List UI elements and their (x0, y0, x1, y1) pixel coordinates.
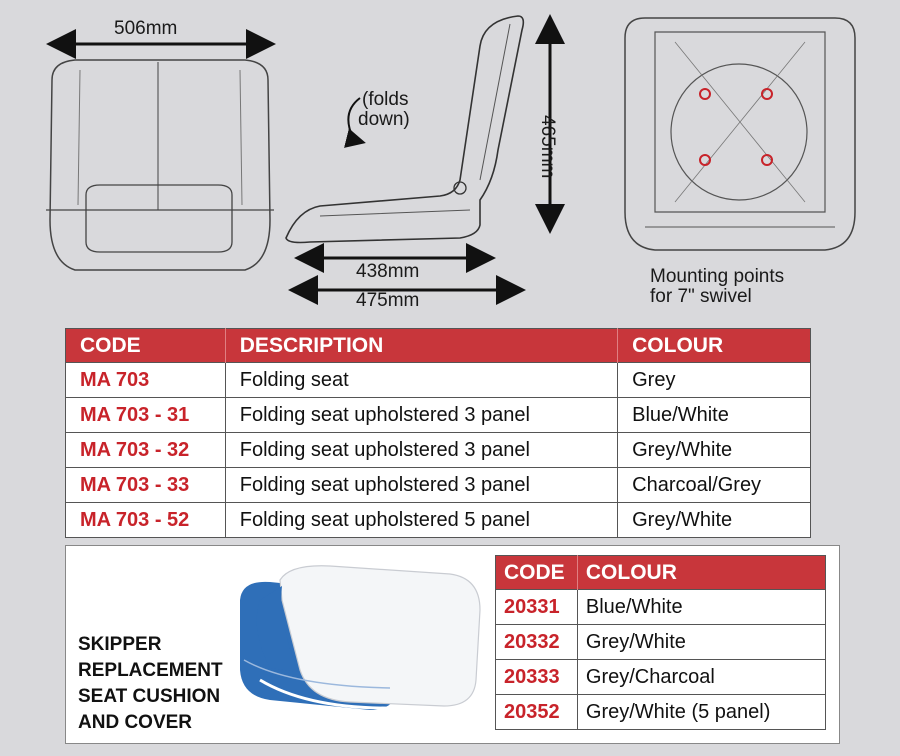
product-colour: Grey/White (617, 432, 811, 468)
mount-note-line2: for 7" swivel (650, 286, 752, 307)
product-code: MA 703 - 31 (65, 397, 226, 433)
cushion-colour: Blue/White (577, 589, 826, 625)
product-description: Folding seat upholstered 3 panel (225, 467, 619, 503)
description-column-header: DESCRIPTION (225, 328, 619, 363)
cushion-code: 20333 (495, 659, 578, 695)
table-row: 20332 Grey/White (495, 624, 826, 660)
cushion-colour: Grey/White (5 panel) (577, 694, 826, 730)
table-row: MA 703 - 52 Folding seat upholstered 5 p… (65, 502, 811, 538)
product-colour: Grey (617, 362, 811, 398)
cushion-code: 20352 (495, 694, 578, 730)
table-row: 20352 Grey/White (5 panel) (495, 694, 826, 730)
cushion-table-header: CODE COLOUR (495, 555, 826, 590)
product-description: Folding seat upholstered 3 panel (225, 432, 619, 468)
table-row: 20333 Grey/Charcoal (495, 659, 826, 695)
cushion-title-line: SKIPPER (78, 634, 162, 655)
seat-cushion-image (240, 565, 481, 710)
product-colour: Charcoal/Grey (617, 467, 811, 503)
cushion-code: 20332 (495, 624, 578, 660)
seat-rear-view (624, 17, 856, 251)
cushion-title-line: AND COVER (78, 712, 193, 733)
table-row: MA 703 Folding seat Grey (65, 362, 811, 398)
seat-spec-table: CODE DESCRIPTION COLOUR MA 703 Folding s… (65, 328, 811, 538)
cushion-colour: Grey/White (577, 624, 826, 660)
product-description: Folding seat upholstered 3 panel (225, 397, 619, 433)
table-row: MA 703 - 32 Folding seat upholstered 3 p… (65, 432, 811, 468)
product-colour: Grey/White (617, 502, 811, 538)
product-code: MA 703 (65, 362, 226, 398)
code-column-header: CODE (495, 555, 578, 590)
width-dimension-label: 506mm (114, 18, 178, 39)
mounting-points-note: Mounting points for 7" swivel (650, 267, 784, 307)
cushion-table: CODE COLOUR 20331 Blue/White 20332 Grey/… (495, 555, 826, 730)
code-column-header: CODE (65, 328, 226, 363)
product-description: Folding seat upholstered 5 panel (225, 502, 619, 538)
product-code: MA 703 - 32 (65, 432, 226, 468)
height-dimension-label: 465mm (537, 115, 558, 179)
table-row: MA 703 - 33 Folding seat upholstered 3 p… (65, 467, 811, 503)
folds-down-note: (folds down) (358, 89, 410, 130)
folds-note-line1: (folds (362, 89, 409, 110)
outer-depth-dimension-label: 475mm (356, 290, 420, 311)
folds-note-line2: down) (358, 109, 410, 130)
mount-note-line1: Mounting points (650, 266, 785, 287)
table-row: 20331 Blue/White (495, 589, 826, 625)
spec-table-header: CODE DESCRIPTION COLOUR (65, 328, 811, 363)
colour-column-header: COLOUR (617, 328, 811, 363)
seat-side-view (285, 14, 565, 305)
product-description: Folding seat (225, 362, 619, 398)
product-code: MA 703 - 33 (65, 467, 226, 503)
cushion-title: SKIPPER REPLACEMENT SEAT CUSHION AND COV… (78, 632, 223, 736)
cushion-title-line: REPLACEMENT (78, 660, 223, 681)
table-row: MA 703 - 31 Folding seat upholstered 3 p… (65, 397, 811, 433)
inner-depth-dimension-label: 438mm (356, 261, 420, 282)
product-code: MA 703 - 52 (65, 502, 226, 538)
colour-column-header: COLOUR (577, 555, 826, 590)
product-colour: Blue/White (617, 397, 811, 433)
cushion-code: 20331 (495, 589, 578, 625)
cushion-title-line: SEAT CUSHION (78, 686, 221, 707)
seat-front-view (46, 29, 276, 271)
cushion-colour: Grey/Charcoal (577, 659, 826, 695)
